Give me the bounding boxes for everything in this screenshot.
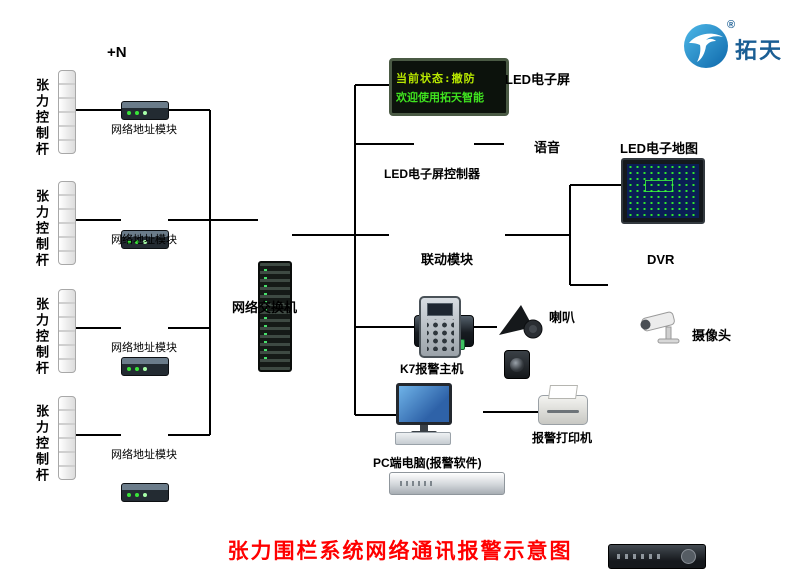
tension-pole-1 [58,70,76,154]
led-display-line2: 欢迎使用拓天智能 [396,90,484,104]
pole-label-1: 张力控制杆 [34,78,49,158]
horn-icon [499,305,543,339]
led-electronic-map [621,158,705,224]
pc-screen [399,386,449,422]
pole-label-4: 张力控制杆 [34,404,49,484]
linkage-module [389,472,505,495]
network-address-module-1 [121,101,169,120]
k7-keypad [426,319,454,351]
dvr-device [608,544,706,569]
horn-label: 喇叭 [549,310,576,325]
led-screen-label: LED电子屏 [505,72,571,87]
k7-screen [427,303,453,316]
brand-name: 拓天 [735,38,784,63]
pc-label: PC端电脑(报警软件) [373,456,482,470]
pole-label-3: 张力控制杆 [34,297,49,377]
led-map-screen [627,164,699,218]
dvr-label: DVR [647,252,675,267]
camera-icon [640,311,680,344]
cctv-camera [636,305,688,356]
printer-body [538,395,588,425]
led-map-label: LED电子地图 [620,141,699,156]
pc-monitor-group [396,383,452,435]
network-address-module-3 [121,357,169,376]
led-display-line1: 当前状态:撤防 [396,71,476,85]
k7-label: K7报警主机 [400,362,464,376]
network-address-module-4 [121,483,169,502]
pc-stand [420,425,428,431]
network-switch [258,261,292,372]
module-label-1: 网络地址模块 [111,124,177,136]
camera-label: 摄像头 [692,328,732,343]
alarm-horn [497,303,545,350]
module-label-2: 网络地址模块 [111,234,177,246]
led-display-screen: 当前状态:撤防 欢迎使用拓天智能 [389,58,509,116]
voice-label: 语音 [534,140,561,155]
network-address-module-2 [121,230,169,249]
tension-pole-4 [58,396,76,480]
pc-keyboard [395,432,451,445]
printer-label: 报警打印机 [532,431,593,445]
plus-n-annotation: +N [107,44,127,61]
brand-logo [683,23,729,74]
k7-alarm-host [419,296,461,358]
switch-label: 网络交换机 [232,300,298,315]
alarm-printer [538,385,588,425]
tension-pole-3 [58,289,76,373]
module-label-3: 网络地址模块 [111,342,177,354]
linkage-label: 联动模块 [421,252,474,267]
registered-mark: ® [727,19,736,31]
printer-paper [548,385,578,399]
diagram-title: 张力围栏系统网络通讯报警示意图 [227,540,573,563]
module-label-4: 网络地址模块 [111,449,177,461]
pc-monitor [396,383,452,425]
pole-label-2: 张力控制杆 [34,189,49,269]
voice-speaker-icon [504,350,530,379]
controller-label: LED电子屏控制器 [384,167,481,181]
tension-pole-2 [58,181,76,265]
logo-globe-icon [684,24,728,68]
